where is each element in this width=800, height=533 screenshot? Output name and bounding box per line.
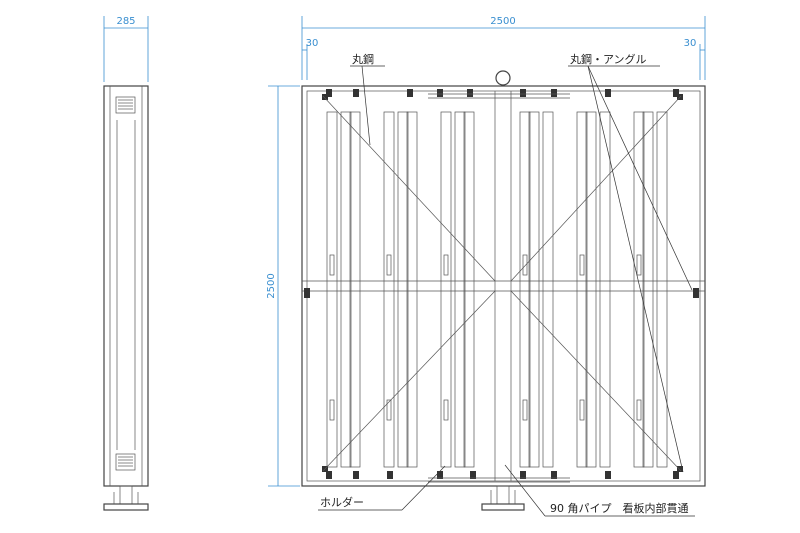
side-width-dimension: 285 <box>103 16 149 82</box>
lifting-eye <box>495 70 511 86</box>
round-steel-angle-label: 丸鋼・アングル <box>570 52 647 66</box>
total-width-dimension: 2500 <box>301 16 706 80</box>
left-margin-text: 30 <box>306 38 319 49</box>
round-steel-label: 丸鋼 <box>352 52 374 66</box>
right-margin-text: 30 <box>684 38 697 49</box>
label-pipe: 90 角パイプ 看板内部貫通 <box>504 464 695 517</box>
label-holder: ホルダー <box>318 465 446 511</box>
margin-dimension-right: 30 <box>684 38 705 80</box>
side-base-post <box>103 485 149 511</box>
tube-group-left <box>326 111 475 468</box>
total-width-text: 2500 <box>490 16 515 27</box>
label-round-steel: 丸鋼 <box>350 52 385 146</box>
height-dimension: 2500 <box>266 85 300 487</box>
margin-dimension-left: 30 <box>302 38 318 80</box>
front-view <box>301 70 706 487</box>
label-round-steel-angle: 丸鋼・アングル <box>568 52 693 473</box>
height-text: 2500 <box>266 273 277 298</box>
side-width-text: 285 <box>116 16 135 27</box>
top-vent-icon <box>115 96 136 114</box>
side-view <box>103 85 149 511</box>
tube-sockets <box>329 254 642 421</box>
front-base-post <box>481 485 525 511</box>
pipe-label: 90 角パイプ 看板内部貫通 <box>550 501 689 515</box>
holders <box>304 89 699 479</box>
bottom-rail <box>428 477 570 483</box>
bottom-vent-icon <box>115 453 136 471</box>
cross-braces <box>322 95 682 472</box>
top-rail <box>428 93 570 99</box>
holder-label: ホルダー <box>320 495 364 509</box>
tube-group-right <box>519 111 668 468</box>
